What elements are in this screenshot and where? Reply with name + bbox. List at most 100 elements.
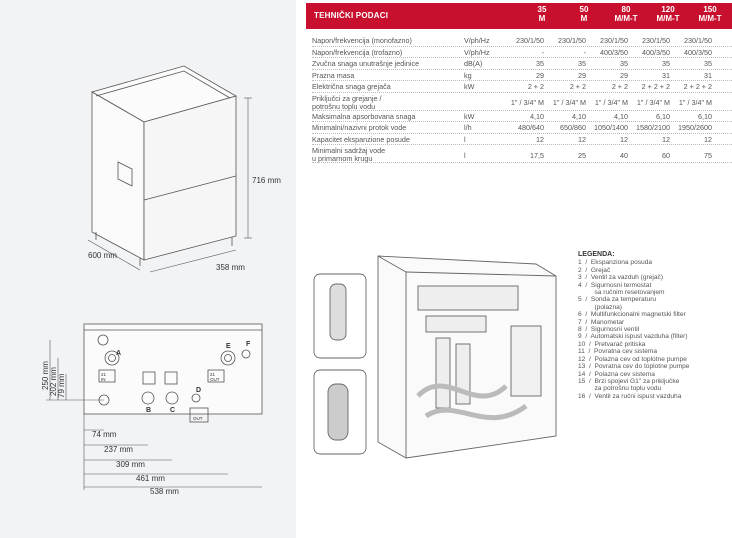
spec-row-unit: l/h (464, 123, 472, 132)
legend-item: 3 / Ventil za vazduh (grejač) (578, 274, 664, 282)
dim-237: 237 mm (104, 445, 133, 454)
legend-item: 11 / Povratna cev sistema (578, 348, 658, 356)
row-divider (312, 144, 732, 145)
legend-item: 12 / Polazna cev od toplotne pumpe (578, 355, 687, 363)
spec-row: Priključci za grejanje /potrošnu toplu v… (312, 94, 732, 112)
spec-row-value: 1580/2100 (636, 123, 670, 132)
row-divider (312, 45, 732, 47)
spec-row-value: 650/860 (560, 123, 586, 132)
legend-item: 4 / Sigurnosni termostat (578, 281, 652, 289)
spec-row-value: 12 (620, 134, 628, 144)
spec-row-label: Minimalni sadržaj vode (312, 146, 386, 155)
spec-row-value: 480/640 (518, 123, 544, 132)
spec-row-value: 60 (662, 150, 670, 160)
spec-row-value: 1" / 3/4" M (678, 98, 712, 107)
spec-row-unit: kW (464, 111, 475, 121)
legend-item: 6 / Multifunkcionalni magnetski filter (578, 311, 686, 319)
legend-item: 7 / Manometar (578, 318, 625, 326)
spec-row-value: 31 (662, 70, 670, 80)
spec-row-value: 230/1/50 (600, 36, 628, 45)
spec-row-unit: dB(A) (464, 59, 483, 68)
legend-item: za potrošnu toplu vodu (578, 385, 662, 393)
spec-row-value: 12 (578, 134, 586, 144)
spec-row-unit: V/ph/Hz (464, 36, 490, 45)
spec-row-value: 35 (662, 59, 670, 68)
spec-row-value: 2 + 2 (569, 82, 586, 91)
conn-label-e: E (226, 343, 231, 350)
row-divider (312, 162, 732, 163)
spec-row: Napon/frekvencija (trofazno)V/ph/Hz--400… (312, 48, 732, 60)
spec-table-title: TEHNIČKI PODACI (314, 11, 389, 20)
spec-row-value: 2 + 2 + 2 (641, 82, 670, 91)
spec-row-unit: kg (464, 70, 472, 80)
spec-row-value: 230/1/50 (684, 36, 712, 45)
spec-row-value: - (541, 47, 544, 57)
spec-row-label: Prazna masa (312, 70, 355, 80)
spec-row-value: 4,10 (572, 111, 586, 121)
spec-row-unit: l (464, 134, 466, 144)
dim-width: 600 mm (88, 251, 117, 260)
spec-row-value: 40 (620, 150, 628, 160)
spec-row-value: 29 (578, 70, 586, 80)
spec-row-unit: l (464, 150, 466, 160)
dim-height: 716 mm (252, 176, 281, 185)
spec-row-value: 400/3/50 (642, 47, 670, 57)
row-divider (312, 109, 732, 111)
spec-row: Zvučna snaga unutrašnje jedinice dB(A) 35 3… (312, 59, 732, 71)
spec-row-unit: kW (464, 82, 475, 91)
legend-title: LEGENDA: (578, 251, 615, 258)
spec-row-label: Zvučna snaga unutrašnje jedinice (312, 59, 420, 68)
conn-label-b: B (146, 407, 151, 414)
dimension-drawings: 716 mm 600 mm 358 mm A B C D E F (41, 65, 281, 496)
row-divider (312, 132, 732, 134)
legend-item: sa ručnim resetovanjem (578, 289, 665, 297)
conn-label-f: F (246, 341, 251, 348)
spec-row-label: Električna snaga grejača (312, 82, 391, 91)
in-label-1: IN (101, 377, 106, 382)
row-divider (312, 57, 732, 58)
legend-item: 10 / Pretvarač pritiska (578, 340, 646, 348)
spec-row-value: 4,10 (614, 111, 628, 121)
legend-item: 8 / Sigurnosni ventil (578, 326, 640, 334)
spec-row-value: 31 (704, 70, 712, 80)
spec-row-value: 12 (704, 134, 712, 144)
spec-row-value: 29 (536, 70, 544, 80)
spec-row-value: 230/1/50 (558, 36, 586, 45)
spec-row-value: 12 (536, 134, 544, 144)
dim-538: 538 mm (150, 487, 179, 496)
drawings-panel: 716 mm 600 mm 358 mm A B C D E F (0, 0, 296, 538)
unit-isometric-drawing (90, 65, 238, 266)
legend-item: 5 / Sonda za temperaturu (578, 296, 657, 304)
dim-79: 79 mm (57, 373, 66, 398)
legend-item: 15 / Brzi spojevi G1" za priključke (578, 377, 680, 385)
connection-view-drawing (83, 323, 263, 423)
spec-row-value: 75 (704, 150, 712, 160)
spec-row-value: 1050/1400 (594, 123, 628, 132)
code-label-1: 21 (101, 372, 107, 377)
out-label-1: OUT (210, 377, 220, 382)
spec-row-value: 35 (578, 59, 586, 68)
spec-row-value: 2 + 2 (611, 82, 628, 91)
spec-row-value: 400/3/50 (684, 47, 712, 57)
legend-item: 14 / Polazna cev sistema (578, 370, 655, 378)
legend-item: 16 / Ventil za ručni ispust vazduha (578, 392, 682, 400)
spec-row-value: 6,10 (656, 111, 670, 121)
spec-row-value: 35 (704, 59, 712, 68)
legend-item: 2 / Grejač (578, 266, 611, 274)
spec-row-value: 1" / 3/4" M (594, 98, 628, 107)
out-label-2: OUT (193, 416, 203, 421)
spec-row-value: 2 + 2 + 2 (683, 82, 712, 91)
spec-row-value: 35 (536, 59, 544, 68)
spec-row-value: 29 (620, 70, 628, 80)
dim-461: 461 mm (136, 474, 165, 483)
code-label-2: 21 (210, 372, 216, 377)
spec-row-label-2: potrošnu toplu vodu (312, 101, 376, 111)
